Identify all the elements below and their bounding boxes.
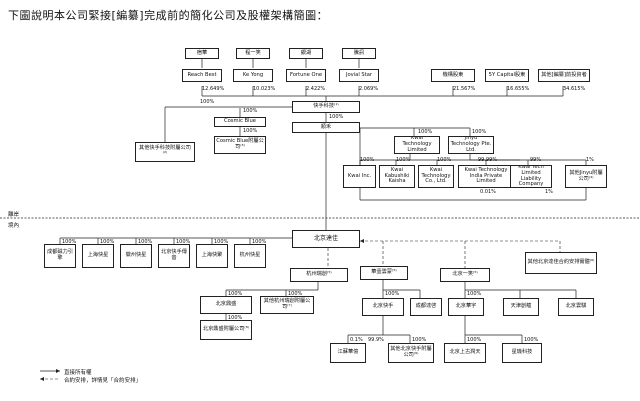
wfoe-pct: 100% [138,239,153,245]
holder-box: 5Y Capital股東 [485,69,529,82]
holder-pct: 21.567% [453,86,476,92]
vie-box: 杭州瑞創⁽⁵⁾ [290,268,348,282]
bj-huyu-box: 北京華宇 [448,298,484,316]
other-sub-box: 其他快手科技附屬公司⁽²⁾ [135,142,195,162]
offshore-sub-box: Kwai Technology India Private Limited [458,165,514,188]
wfoe-pct: 100% [176,239,191,245]
vie-pct: 100% [288,291,303,297]
wfoe-pct: 100% [214,239,229,245]
wfoe-pct: 100% [100,239,115,245]
founder-box: 騰訊 [342,48,376,59]
offshore-sub-box: Kwai Kabushiki Kaisha [379,165,415,188]
offshore-sub-box: Kwai Inc. [343,165,376,188]
wfoe-sub-box: 上海快星 [82,244,114,268]
offshore-pct: 100% [418,129,433,135]
chengdu-box: 成都達啓 [410,298,442,316]
huayu-bottom-box: 北京上古潤天 [444,343,486,363]
offshore-pct: 99% [530,157,542,163]
hz-bottom-pct: 99.9% [368,337,384,343]
legend-solid: 直接所有權 [64,370,92,376]
cosmic-sub-box: Cosmic Blue附屬公司⁽³⁾ [214,136,266,154]
cosmic-pct: 100% [243,108,258,114]
company-box: 快手科技⁽¹⁾ [292,101,360,113]
cosmic-box: Cosmic Blue [214,117,266,127]
vie-box: 北京一笑⁽⁵⁾ [440,268,490,282]
holder-box: 其他[編纂]前投資者 [538,69,590,82]
vie-pct: 100% [228,291,243,297]
company-pct: 100% [200,99,215,105]
hz-bottom-box: 其他北京快手附屬公司⁽⁹⁾ [388,343,434,363]
hz-bottom-pct: 100% [412,337,427,343]
zone-onshore: 境內 [8,223,20,229]
offshore-pct: 99.99% [478,157,498,163]
legend-dashed: 合約安排，詳情見「合約安排」 [64,378,142,384]
wfoe-sub-box: 杭州快星 [234,244,266,268]
vie-box: 其他北京達佳合約安排實體⁽⁶⁾ [525,252,597,274]
bj-kuaishou-box: 北京快手 [362,298,404,316]
offshore-sub-box: Kwai Technology Co., Ltd. [418,165,454,188]
hz-sub-box: 北京鼎盛 [200,296,252,314]
huayu-pct: 100% [524,337,539,343]
offshore-pct: 100% [437,157,452,163]
page-title: 下圖說明本公司緊接[編纂]完成前的簡化公司及股權架構簡圖： [8,9,329,22]
offshore-pct: 100% [472,129,487,135]
offshore-pct: 1% [586,157,594,163]
zone-offshore: 離岸 [8,212,20,218]
offshore-pct: 100% [360,157,375,163]
founder-box: 宿華 [185,48,219,59]
holder-box: Jovial Star [339,69,379,82]
hz-bottom-box: 江蘇華億 [330,343,366,363]
holder-box: Reach Best [182,69,222,82]
dingsheng-sub-box: 北京鼎盛附屬公司⁽⁸⁾ [200,320,252,340]
hz-bottom-pct: 0.1% [350,337,363,343]
holder-box: Fortune One [286,69,326,82]
vie-box: 華壹雲蒙⁽⁵⁾ [360,266,408,280]
holder-pct: 34.615% [563,86,586,92]
holder-pct: 12.649% [202,86,225,92]
offshore-sub-box: Kwai Tech Limited Liability Company [510,165,552,188]
founder-box: 程一笑 [236,48,270,59]
vie-pct: 100% [467,291,482,297]
huayu-pct: 100% [467,337,482,343]
wfoe-sub-box: 成都磁力引擎 [44,244,76,268]
bj-yunqi-box: 北京雲騏 [558,298,594,316]
ryi-box: 順禾 [292,122,360,133]
wfoe-sub-box: 上海快聚 [196,244,228,268]
founder-box: 銀湖 [289,48,323,59]
wfoe-box: 北京達佳 [292,230,360,248]
offshore-pct: 100% [396,157,411,163]
holder-pct: 16.655% [507,86,530,92]
holder-pct: 2.422% [306,86,326,92]
offshore-pct: 1% [545,189,553,195]
wfoe-sub-box: 徽州快星 [120,244,152,268]
holder-pct: 10.023% [253,86,276,92]
vie-pct: 100% [385,291,400,297]
wfoe-pct: 100% [252,239,267,245]
jinyu-box: Jinyu Technology Pte. Ltd. [448,136,494,154]
vie-pct: 100% [228,315,243,321]
ryi-pct: 100% [329,114,344,120]
offshore-sub-box: 其他Jinyu附屬公司⁽⁴⁾ [565,165,607,188]
tianjin-box: 天津創蘊 [503,298,539,316]
wfoe-sub-box: 北京快手傳音 [158,244,190,268]
cosmic-pct: 100% [243,128,258,134]
kwai-ltd-box: Kwai Technology Limited [394,136,440,154]
wfoe-pct: 100% [62,239,77,245]
holder-pct: 2.069% [359,86,379,92]
huayu-bottom-box: 星璣科技 [502,343,542,363]
offshore-pct: 0.01% [480,189,496,195]
holder-box: 機構股東 [431,69,475,82]
hz-sub-box: 其他杭州瑞創附屬公司⁽⁷⁾ [260,296,314,314]
holder-box: Ke Yong [233,69,273,82]
